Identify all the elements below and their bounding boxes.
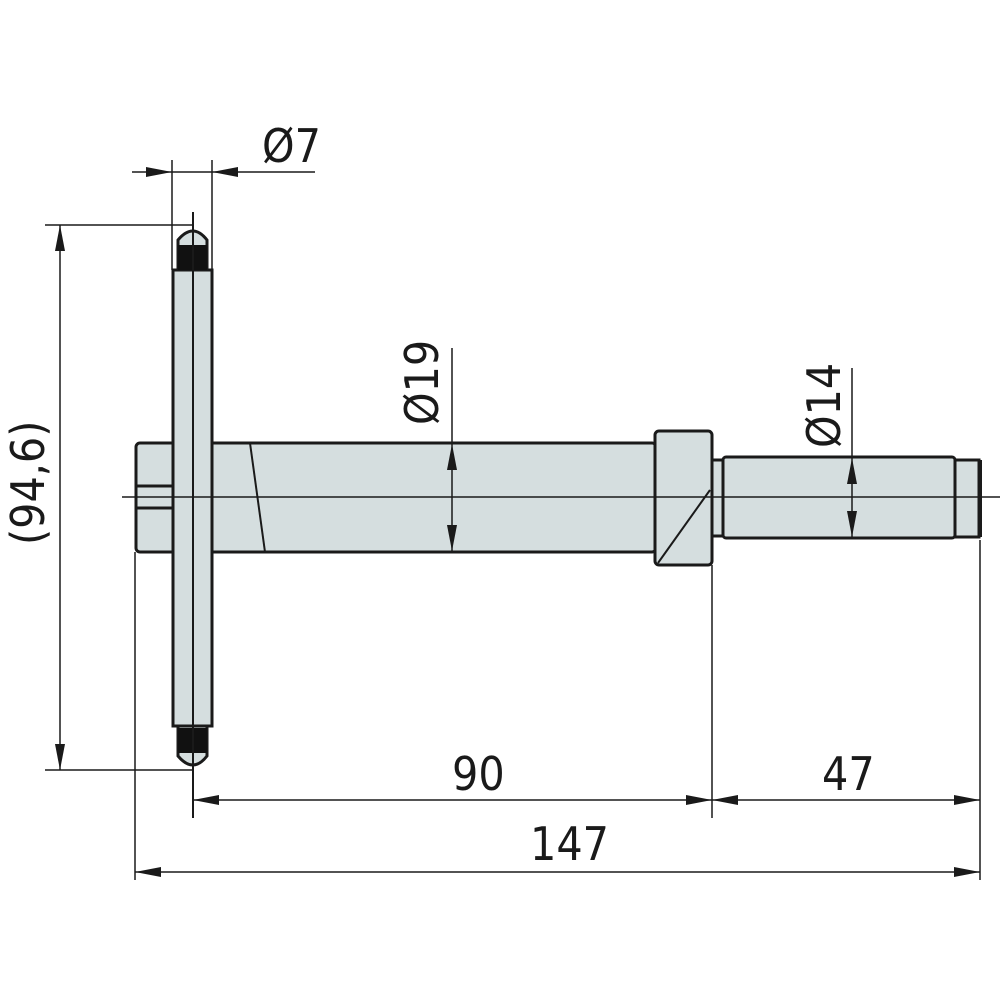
dim-label-body-diameter: Ø19	[395, 340, 449, 425]
dim-label-body-length: 90	[452, 747, 505, 801]
measuring-rod	[171, 212, 214, 818]
dim-shaft-length: 47	[712, 747, 980, 805]
dim-label-overall-length: 147	[530, 817, 609, 871]
dim-label-shaft-diameter: Ø14	[797, 363, 851, 448]
collar	[653, 429, 714, 567]
dim-body-diameter: Ø19	[395, 340, 457, 552]
dim-overall-length: 147	[135, 817, 980, 877]
dim-label-overall-height: (94,6)	[1, 421, 55, 545]
dim-rod-diameter: Ø7	[132, 119, 321, 270]
dim-body-length: 90	[193, 747, 712, 805]
dim-shaft-diameter: Ø14	[797, 363, 857, 538]
dim-overall-height: (94,6)	[1, 224, 193, 771]
dim-label-rod-diameter: Ø7	[262, 119, 321, 173]
dim-label-shaft-length: 47	[822, 747, 875, 801]
